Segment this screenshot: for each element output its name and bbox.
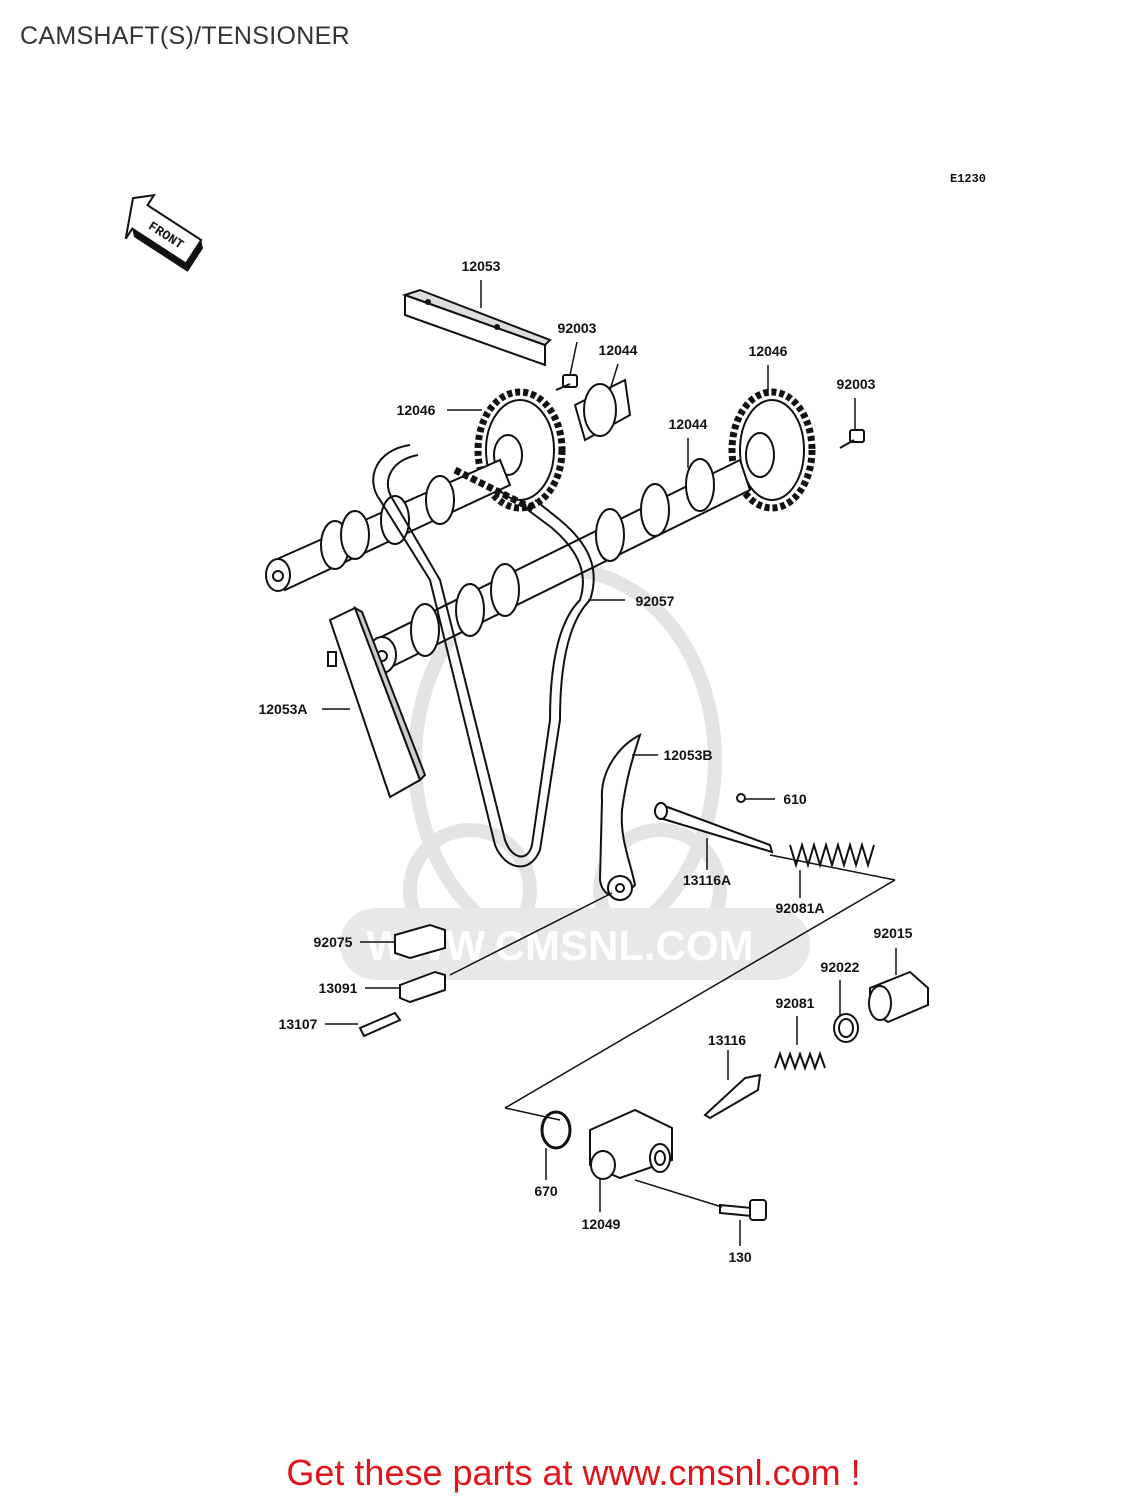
tensioner-body — [589, 1108, 673, 1180]
watermark-banner — [340, 908, 810, 980]
part-label-13091: 13091 — [319, 980, 358, 996]
spring-small — [774, 1051, 826, 1071]
camshaft-intake — [265, 378, 632, 592]
part-label-12046-right: 12046 — [749, 343, 788, 359]
bolt-right — [839, 429, 865, 449]
rubber-damper — [394, 923, 446, 960]
cta-link[interactable]: Get these parts at www.cmsnl.com ! — [286, 1452, 861, 1493]
part-label-670: 670 — [534, 1183, 558, 1199]
part-label-92015: 92015 — [874, 925, 913, 941]
damper-holder — [399, 970, 446, 1004]
assembly-frame — [504, 854, 896, 1121]
push-rod-small — [703, 1073, 762, 1120]
spring-large — [789, 841, 875, 869]
tensioner-blade — [598, 733, 642, 901]
bolt-left — [555, 374, 578, 391]
part-label-92003-left: 92003 — [558, 320, 597, 336]
part-label-12044-upper: 12044 — [599, 342, 638, 358]
part-label-92075: 92075 — [314, 934, 353, 950]
diagram-code: E1230 — [950, 172, 987, 186]
part-label-130: 130 — [728, 1249, 752, 1265]
part-label-12053A: 12053A — [258, 701, 307, 717]
front-arrow-icon: FRONT — [124, 193, 203, 272]
part-label-12053B: 12053B — [663, 747, 712, 763]
upper-chain-guide — [401, 288, 552, 367]
tensioner-cap — [868, 970, 929, 1024]
part-label-92057: 92057 — [636, 593, 675, 609]
part-label-12046-left: 12046 — [397, 402, 436, 418]
o-ring — [540, 1110, 572, 1150]
camshaft-exhaust — [367, 458, 752, 674]
cam-chain — [372, 444, 595, 868]
part-label-92081A: 92081A — [775, 900, 824, 916]
part-label-92003-right: 92003 — [837, 376, 876, 392]
tensioner-push-rod — [654, 793, 774, 854]
part-label-13116A: 13116A — [683, 872, 731, 888]
part-label-13116: 13116 — [708, 1032, 746, 1048]
mounting-bolt — [719, 1199, 767, 1221]
part-label-12049: 12049 — [582, 1216, 621, 1232]
cam-sprocket-right — [728, 388, 816, 512]
leader-lines — [322, 280, 897, 1246]
part-label-610: 610 — [783, 791, 807, 807]
page-title: CAMSHAFT(S)/TENSIONER — [20, 22, 350, 50]
part-label-92081: 92081 — [776, 995, 815, 1011]
part-label-13107: 13107 — [279, 1016, 318, 1032]
assembly-line-1 — [449, 892, 613, 976]
chain-guide-front — [327, 605, 427, 799]
part-label-12053: 12053 — [462, 258, 501, 274]
washer — [833, 1013, 859, 1043]
part-label-92022: 92022 — [821, 959, 860, 975]
assembly-line-2 — [634, 1179, 723, 1208]
dowel-pin — [358, 1011, 402, 1038]
part-label-12044-lower: 12044 — [669, 416, 708, 432]
